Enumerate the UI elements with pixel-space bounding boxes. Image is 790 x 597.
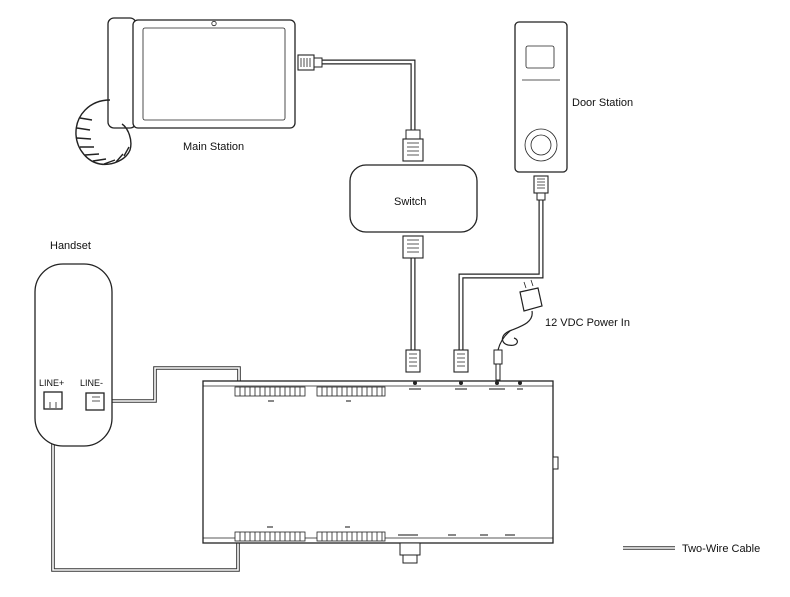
terminal-block-top-right — [316, 386, 386, 397]
main-station-label: Main Station — [183, 141, 244, 153]
handset-device — [34, 263, 113, 447]
two-wire-cables — [51, 366, 241, 572]
camera-icon — [211, 20, 217, 27]
terminal-block-top-left — [234, 386, 306, 397]
legend: Two-Wire Cable — [623, 543, 760, 555]
line-plus-label: LINE+ — [39, 378, 64, 388]
rj45-connector-switch-top — [402, 129, 424, 162]
power-in-label: 12 VDC Power In — [545, 317, 630, 329]
top-port-markers — [413, 381, 522, 385]
rj45-connector-controller-2 — [453, 349, 469, 373]
switch-label: Switch — [394, 196, 426, 208]
power-adapter — [493, 279, 543, 381]
line-minus-port[interactable] — [85, 392, 105, 411]
rj45-connector-switch-bottom — [402, 235, 424, 259]
rj45-connector-door — [533, 175, 549, 201]
handset-label: Handset — [50, 240, 91, 252]
terminal-block-bottom-left — [234, 531, 306, 542]
network-cables — [320, 59, 544, 350]
controller-unit — [202, 349, 559, 564]
board-markings — [267, 388, 523, 536]
door-station — [514, 21, 568, 201]
power-plug-icon — [519, 287, 543, 312]
line-minus-label: LINE- — [80, 378, 103, 388]
rj45-connector-main — [297, 54, 323, 71]
main-station — [75, 17, 323, 166]
door-station-label: Door Station — [572, 97, 633, 109]
rj45-connector-controller-1 — [405, 349, 421, 373]
terminal-block-bottom-right — [316, 531, 386, 542]
switch-device — [349, 129, 478, 259]
line-plus-port[interactable] — [43, 391, 63, 410]
coiled-cord — [75, 99, 132, 166]
legend-two-wire-label: Two-Wire Cable — [682, 543, 760, 555]
